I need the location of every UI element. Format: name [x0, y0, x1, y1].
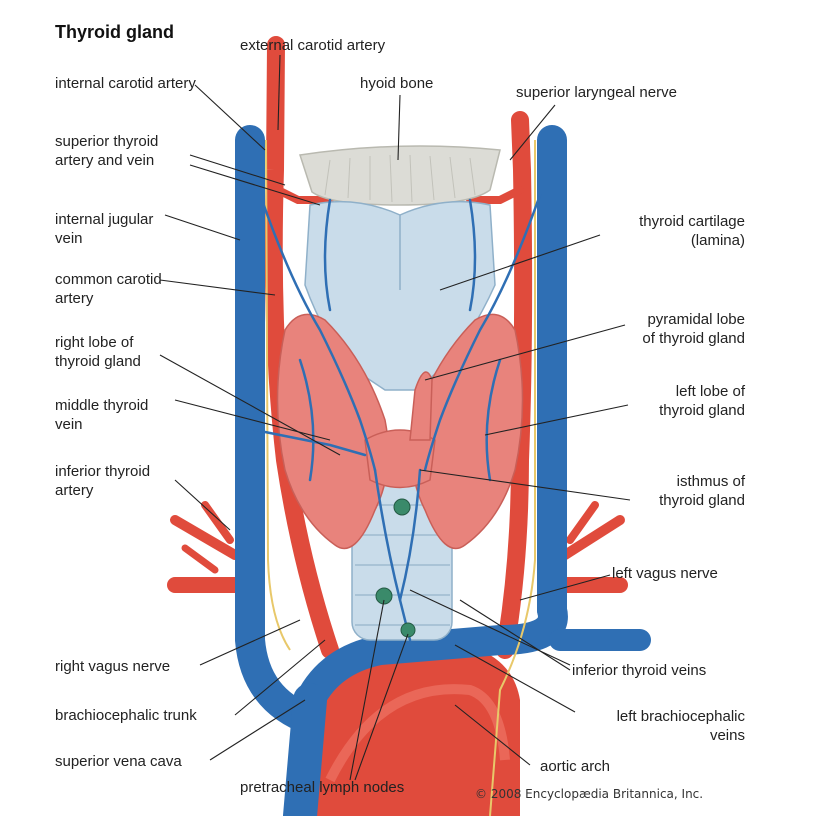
label-middle-thyroid-vein: middle thyroid vein [55, 396, 148, 434]
label-brachiocephalic-trunk: brachiocephalic trunk [55, 706, 197, 725]
label-inferior-thyroid-veins: inferior thyroid veins [572, 661, 706, 680]
label-external-carotid-artery: external carotid artery [240, 36, 385, 55]
label-inferior-thyroid-artery: inferior thyroid artery [55, 462, 150, 500]
label-aortic-arch: aortic arch [540, 757, 610, 776]
label-isthmus: isthmus of thyroid gland [580, 472, 745, 510]
label-pyramidal-lobe: pyramidal lobe of thyroid gland [580, 310, 745, 348]
label-left-brachiocephalic-veins: left brachiocephalic veins [560, 707, 745, 745]
label-right-vagus-nerve: right vagus nerve [55, 657, 170, 676]
label-superior-laryngeal-nerve: superior laryngeal nerve [516, 83, 677, 102]
label-internal-carotid-artery: internal carotid artery [55, 74, 196, 93]
hyoid-bone-shape [300, 146, 500, 205]
label-superior-vena-cava: superior vena cava [55, 752, 182, 771]
label-internal-jugular-vein: internal jugular vein [55, 210, 153, 248]
label-superior-thyroid-artery-vein: superior thyroid artery and vein [55, 132, 158, 170]
label-common-carotid-artery: common carotid artery [55, 270, 162, 308]
label-hyoid-bone: hyoid bone [360, 74, 433, 93]
copyright-credit: © 2008 Encyclopædia Britannica, Inc. [475, 787, 703, 801]
label-pretracheal-lymph-nodes: pretracheal lymph nodes [240, 778, 404, 797]
diagram-title: Thyroid gland [55, 22, 174, 43]
label-right-lobe: right lobe of thyroid gland [55, 333, 141, 371]
label-thyroid-cartilage: thyroid cartilage (lamina) [580, 212, 745, 250]
label-left-lobe: left lobe of thyroid gland [580, 382, 745, 420]
label-left-vagus-nerve: left vagus nerve [612, 564, 718, 583]
